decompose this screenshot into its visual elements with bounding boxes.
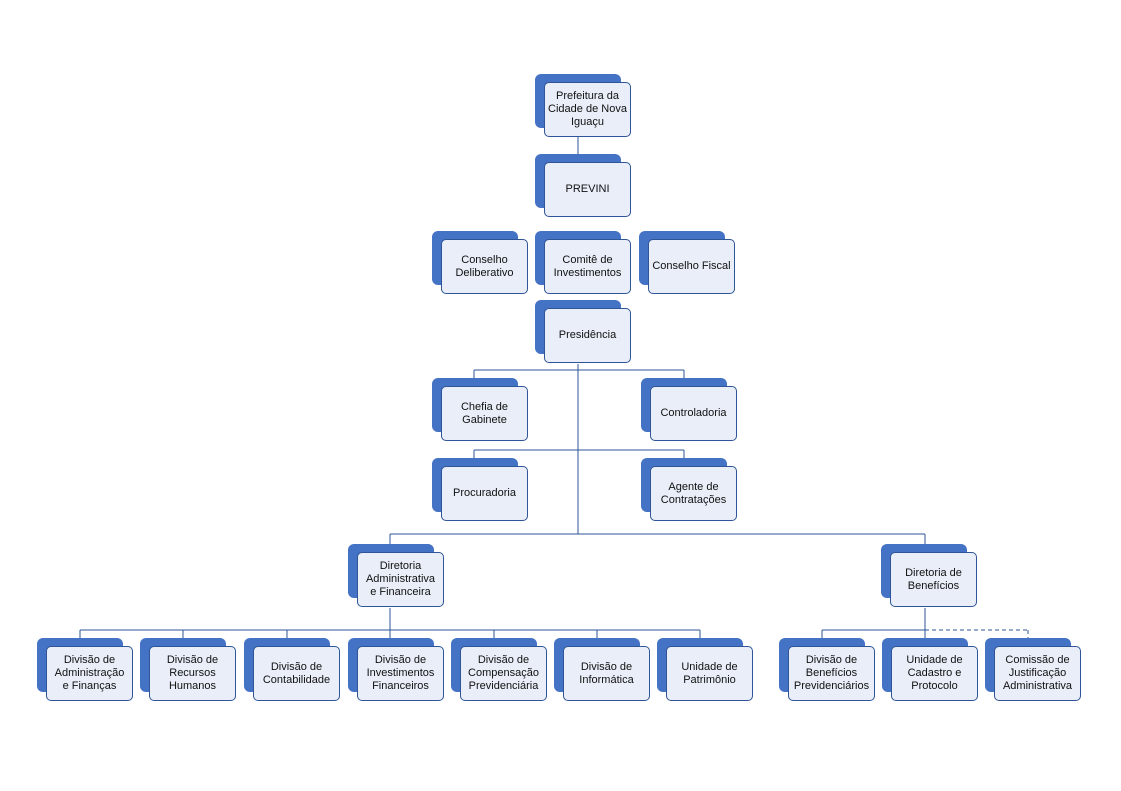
node-agente-contratacoes-label: Agente de Contratações bbox=[650, 466, 737, 521]
node-diretoria-beneficios-label: Diretoria de Benefícios bbox=[890, 552, 977, 607]
node-div-informatica-label: Divisão de Informática bbox=[563, 646, 650, 701]
node-chefia-gabinete-label: Chefia de Gabinete bbox=[441, 386, 528, 441]
node-conselho-fiscal-label: Conselho Fiscal bbox=[648, 239, 735, 294]
node-previni-label: PREVINI bbox=[544, 162, 631, 217]
node-div-contabilidade-label: Divisão de Contabilidade bbox=[253, 646, 340, 701]
node-div-investimentos-label: Divisão de Investimentos Financeiros bbox=[357, 646, 444, 701]
node-diretoria-adm-fin-label: Diretoria Administrativa e Financeira bbox=[357, 552, 444, 607]
node-div-adm-financas-label: Divisão de Administração e Finanças bbox=[46, 646, 133, 701]
node-presidencia-label: Presidência bbox=[544, 308, 631, 363]
node-prefeitura-label: Prefeitura da Cidade de Nova Iguaçu bbox=[544, 82, 631, 137]
node-div-compensacao-label: Divisão de Compensação Previdenciária bbox=[460, 646, 547, 701]
node-comissao-justificacao-label: Comissão de Justificação Administrativa bbox=[994, 646, 1081, 701]
node-unid-cadastro-label: Unidade de Cadastro e Protocolo bbox=[891, 646, 978, 701]
node-div-beneficios-prev-label: Divisão de Benefícios Previdenciários bbox=[788, 646, 875, 701]
node-div-recursos-humanos-label: Divisão de Recursos Humanos bbox=[149, 646, 236, 701]
node-comite-investimentos-label: Comitê de Investimentos bbox=[544, 239, 631, 294]
node-unid-patrimonio-label: Unidade de Patrimônio bbox=[666, 646, 753, 701]
node-conselho-deliberativo-label: Conselho Deliberativo bbox=[441, 239, 528, 294]
node-controladoria-label: Controladoria bbox=[650, 386, 737, 441]
node-procuradoria-label: Procuradoria bbox=[441, 466, 528, 521]
